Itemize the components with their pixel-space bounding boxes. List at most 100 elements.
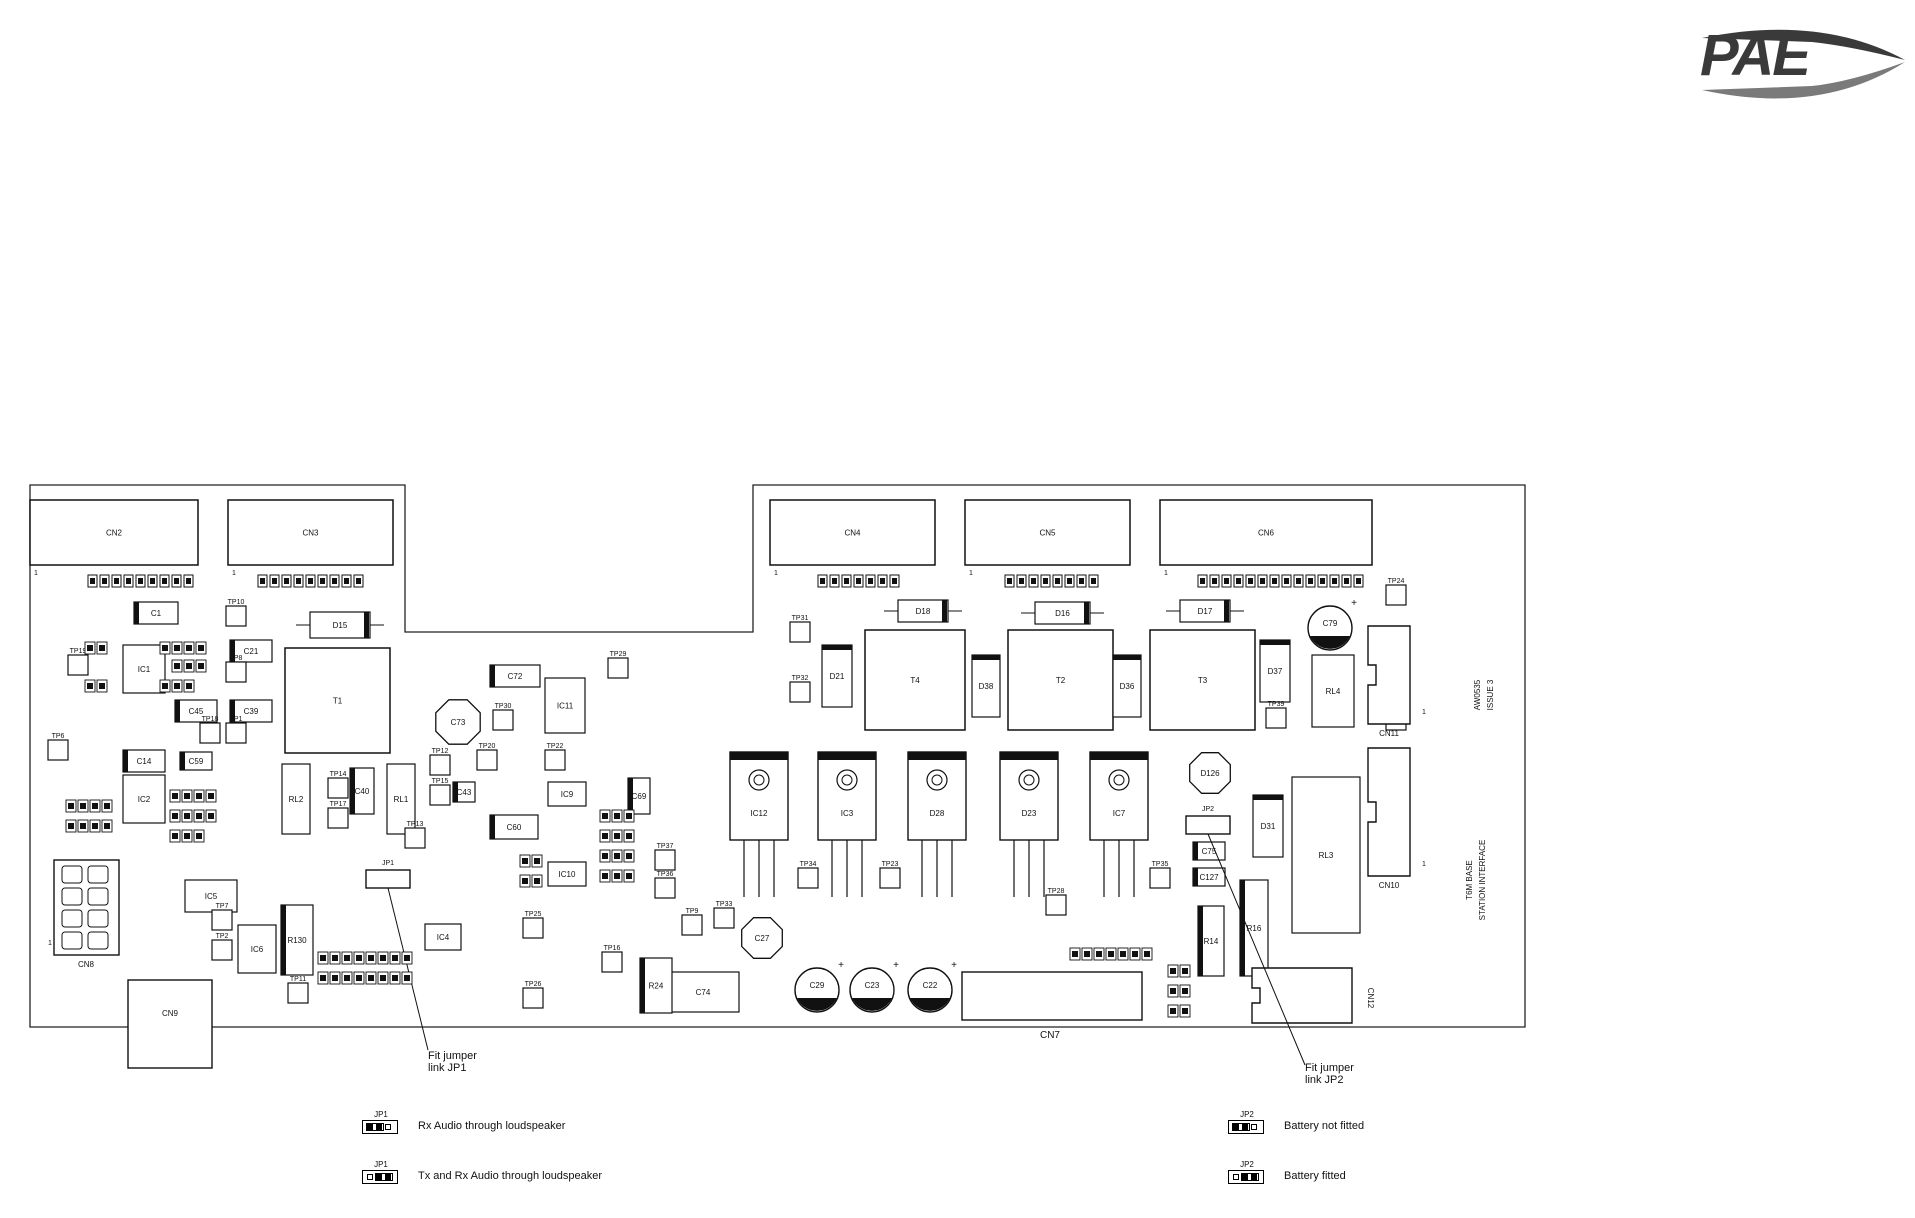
smd-part-fill [104, 823, 110, 829]
label-tp2: TP2 [216, 933, 229, 940]
label-c60: C60 [507, 823, 522, 832]
test-point-tp18 [199, 722, 221, 744]
smd-part-fill [172, 833, 178, 839]
smd-part-fill [162, 683, 168, 689]
smd-pad-fill [174, 578, 179, 584]
smd-pad-fill [272, 578, 277, 584]
smd-pad-fill [344, 578, 349, 584]
component-c73 [435, 699, 481, 745]
component-ic6 [237, 924, 277, 974]
smd-part-fill [380, 975, 386, 981]
connector-cn12 [1251, 967, 1353, 1024]
diode-band [1253, 795, 1283, 800]
jp1-note-line2: link JP1 [428, 1062, 467, 1074]
label-d126: D126 [1200, 769, 1220, 778]
test-point-tp22 [544, 749, 566, 771]
polarity-mark [230, 700, 235, 722]
smd-part-fill [614, 853, 620, 859]
legend-jumper-label: JP1 [374, 1110, 388, 1119]
component-rl1 [386, 763, 416, 835]
smd-part-fill [626, 873, 632, 879]
component-t1 [284, 647, 391, 754]
component-ic11 [544, 677, 586, 734]
label-ic9: IC9 [561, 790, 574, 799]
smd-part-fill [186, 663, 192, 669]
smd-part-fill [1108, 951, 1114, 957]
test-point-tp29 [607, 657, 629, 679]
smd-pad-fill [844, 578, 849, 584]
label-c21: C21 [244, 647, 259, 656]
smd-part-fill [1144, 951, 1150, 957]
smd-part-fill [186, 645, 192, 651]
connector-cn8-pin [87, 865, 109, 884]
smd-pad-fill [320, 578, 325, 584]
mounting-hole [1108, 769, 1130, 791]
polarity-plus: + [1351, 598, 1357, 609]
label-tp13: TP13 [407, 821, 424, 828]
label-tp29: TP29 [610, 651, 627, 658]
label-tp30: TP30 [495, 703, 512, 710]
smd-pad-fill [856, 578, 861, 584]
connector-cn9 [127, 979, 213, 1069]
smd-part-fill [196, 813, 202, 819]
smd-pad-fill [1043, 578, 1048, 584]
component-ic4 [424, 923, 462, 951]
component-cn3 [227, 499, 394, 566]
label-rl2: RL2 [289, 795, 304, 804]
label-ic4: IC4 [437, 933, 450, 942]
smd-part-fill [196, 793, 202, 799]
component-ic1 [122, 644, 166, 694]
regulator-body [729, 751, 789, 841]
smd-pad-fill [1248, 578, 1253, 584]
label-ic3: IC3 [841, 809, 854, 818]
smd-part-fill [368, 975, 374, 981]
regulator-body [999, 751, 1059, 841]
component-r130 [280, 904, 314, 976]
jp2-note-line2: link JP2 [1305, 1074, 1344, 1086]
label-tp25: TP25 [525, 911, 542, 918]
label-tp28: TP28 [1048, 888, 1065, 895]
smd-pad-fill [1067, 578, 1072, 584]
label-rl1: RL1 [394, 795, 409, 804]
label-cn11: CN11 [1379, 729, 1399, 738]
leader-line-jp2 [1207, 833, 1306, 1066]
test-point-tp17 [327, 807, 349, 829]
test-point-tp6 [47, 739, 69, 761]
board-issue-code: AW0535 [1473, 679, 1482, 710]
label-ic5: IC5 [205, 892, 218, 901]
polarity-mark [123, 750, 128, 772]
smd-part-fill [356, 955, 362, 961]
legend-text: Rx Audio through loudspeaker [418, 1120, 566, 1132]
smd-part-fill [1084, 951, 1090, 957]
label-r130: R130 [287, 936, 307, 945]
label-t2: T2 [1056, 676, 1066, 685]
smd-part-fill [174, 683, 180, 689]
mounting-hole-inner [931, 774, 943, 786]
jumper-symbol-icon [362, 1120, 398, 1134]
test-point-tp13 [404, 827, 426, 849]
diode-band [1113, 655, 1141, 660]
electrolytic-fill [910, 998, 950, 1011]
test-point-tp30 [492, 709, 514, 731]
mounting-hole [836, 769, 858, 791]
test-point-tp1 [225, 722, 247, 744]
smd-part-fill [602, 833, 608, 839]
label-c69: C69 [632, 792, 647, 801]
smd-part-fill [198, 645, 204, 651]
smd-part-fill [404, 955, 410, 961]
jumper-symbol-icon [362, 1170, 398, 1184]
label-cn7: CN7 [1040, 1030, 1060, 1041]
component-ic2 [122, 774, 166, 824]
smd-pad-fill [1091, 578, 1096, 584]
component-c74 [666, 971, 740, 1013]
board-outline [29, 484, 1526, 1028]
pin1-marker: 1 [969, 570, 973, 577]
polarity-mark [175, 700, 180, 722]
label-rl4: RL4 [1326, 687, 1341, 696]
smd-part-fill [1132, 951, 1138, 957]
label-cn3: CN3 [302, 529, 319, 538]
label-ic7: IC7 [1113, 809, 1126, 818]
legend-jumper-label: JP2 [1240, 1110, 1254, 1119]
jumper-jp1 [365, 869, 411, 889]
polarity-mark [281, 905, 286, 975]
